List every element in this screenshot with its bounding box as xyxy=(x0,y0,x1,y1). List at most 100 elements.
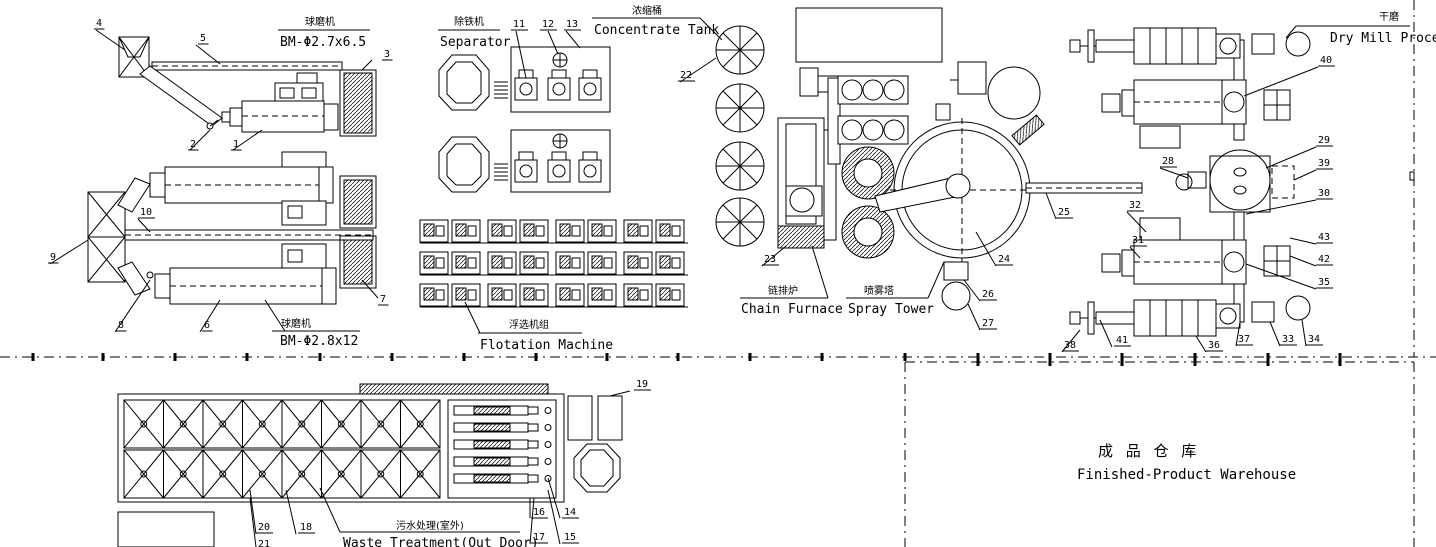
waste-en: Waste Treatment(Out Door) xyxy=(343,536,539,547)
callout-number: 38 xyxy=(1064,340,1076,351)
callout-39: 39 xyxy=(1293,158,1333,181)
callout-number: 14 xyxy=(564,507,576,518)
separator-area xyxy=(438,46,611,193)
callout-number: 33 xyxy=(1282,334,1294,345)
callout-36: 36 xyxy=(1195,335,1223,353)
callout-5: 5 xyxy=(195,33,221,65)
spray-tower-cn: 喷雾塔 xyxy=(864,284,894,297)
callout-number: 8 xyxy=(118,320,124,331)
callout-15: 15 xyxy=(547,489,579,545)
callout-number: 19 xyxy=(636,379,648,390)
callout-26: 26 xyxy=(963,279,997,302)
concentrate-tanks xyxy=(715,25,765,247)
callout-number: 15 xyxy=(564,532,576,543)
flotation-machine-bank xyxy=(419,219,688,308)
chain-furnace-en: Chain Furnace xyxy=(741,302,843,317)
callout-number: 34 xyxy=(1308,334,1320,345)
callout-number: 41 xyxy=(1116,335,1128,346)
callout-number: 27 xyxy=(982,318,994,329)
ball-mill-bottom-spec: BM-Φ2.8x12 xyxy=(280,334,358,349)
callout-35: 35 xyxy=(1245,263,1333,290)
flotation-en: Flotation Machine xyxy=(480,338,613,353)
spray-tower-en: Spray Tower xyxy=(848,302,934,317)
callout-22: 22 xyxy=(678,57,717,83)
callout-number: 3 xyxy=(384,49,390,60)
callout-37: 37 xyxy=(1235,321,1253,347)
callout-2: 2 xyxy=(188,129,211,151)
separator-cn: 除铁机 xyxy=(454,15,484,28)
callout-16: 16 xyxy=(529,498,548,519)
ball-mill-small xyxy=(118,36,377,137)
callout-14: 14 xyxy=(547,477,579,519)
callout-number: 6 xyxy=(204,320,210,331)
callout-number: 12 xyxy=(542,19,554,30)
callout-number: 31 xyxy=(1132,235,1144,246)
callout-21: 21 xyxy=(249,497,270,547)
dry-mill-process xyxy=(1069,27,1311,337)
callout-number: 28 xyxy=(1162,156,1174,167)
callout-number: 25 xyxy=(1058,207,1070,218)
callout-43: 43 xyxy=(1289,232,1333,245)
callout-24: 24 xyxy=(975,231,1013,267)
callout-number: 32 xyxy=(1129,200,1141,211)
callout-number: 35 xyxy=(1318,277,1330,288)
warehouse-en: Finished-Product Warehouse xyxy=(1077,467,1296,483)
callout-number: 26 xyxy=(982,289,994,300)
chain-furnace xyxy=(777,117,837,249)
callout-33: 33 xyxy=(1269,321,1297,347)
chain-furnace-cn: 链排炉 xyxy=(768,284,798,297)
spray-tower xyxy=(795,7,1143,311)
callout-9: 9 xyxy=(48,239,89,265)
callout-number: 10 xyxy=(140,207,152,218)
callout-38: 38 xyxy=(1061,329,1081,353)
callout-7: 7 xyxy=(361,279,389,306)
callout-number: 2 xyxy=(190,139,196,150)
concentrate-cn: 浓缩桶 xyxy=(632,4,662,17)
callout-10: 10 xyxy=(137,207,155,233)
warehouse-cn: 成 品 仓 库 xyxy=(1098,442,1200,460)
ball-mill-top-cn: 球磨机 xyxy=(305,15,335,28)
callout-17: 17 xyxy=(529,497,548,545)
callout-42: 42 xyxy=(1289,254,1333,267)
callout-number: 20 xyxy=(258,522,270,533)
callout-4: 4 xyxy=(94,18,126,51)
callout-12: 12 xyxy=(540,19,559,55)
callout-40: 40 xyxy=(1243,55,1335,97)
callout-number: 36 xyxy=(1208,340,1220,351)
waste-treatment-area xyxy=(117,383,623,547)
callout-number: 1 xyxy=(233,139,239,150)
callout-27: 27 xyxy=(967,303,997,331)
flotation-cn: 浮选机组 xyxy=(509,318,549,331)
callout-25: 25 xyxy=(1045,192,1073,220)
callout-number: 16 xyxy=(533,507,545,518)
dry-mill-cn: 干磨 xyxy=(1379,11,1399,23)
callout-6: 6 xyxy=(199,299,221,333)
callout-8: 8 xyxy=(114,279,151,333)
callout-31: 31 xyxy=(1129,235,1147,259)
callout-30: 30 xyxy=(1245,188,1333,215)
callout-number: 7 xyxy=(380,294,386,305)
callout-number: 18 xyxy=(300,522,312,533)
callout-number: 4 xyxy=(96,18,102,29)
callout-number: 9 xyxy=(50,252,56,263)
callout-number: 30 xyxy=(1318,188,1330,199)
callout-number: 22 xyxy=(680,70,692,81)
callout-28: 28 xyxy=(1159,156,1189,179)
callout-3: 3 xyxy=(361,49,393,71)
callout-number: 17 xyxy=(533,532,545,543)
callout-number: 5 xyxy=(200,33,206,44)
callout-34: 34 xyxy=(1301,319,1323,347)
callout-number: 40 xyxy=(1320,55,1332,66)
callout-number: 37 xyxy=(1238,334,1250,345)
callout-19: 19 xyxy=(609,379,651,397)
callout-number: 39 xyxy=(1318,158,1330,169)
callout-number: 43 xyxy=(1318,232,1330,243)
callout-number: 42 xyxy=(1318,254,1330,265)
callout-18: 18 xyxy=(285,489,315,535)
callout-11: 11 xyxy=(511,19,528,79)
ball-mill-large-pair xyxy=(87,151,377,305)
dry-mill-en: Dry Mill Process xyxy=(1330,31,1436,46)
callout-number: 21 xyxy=(258,539,270,547)
